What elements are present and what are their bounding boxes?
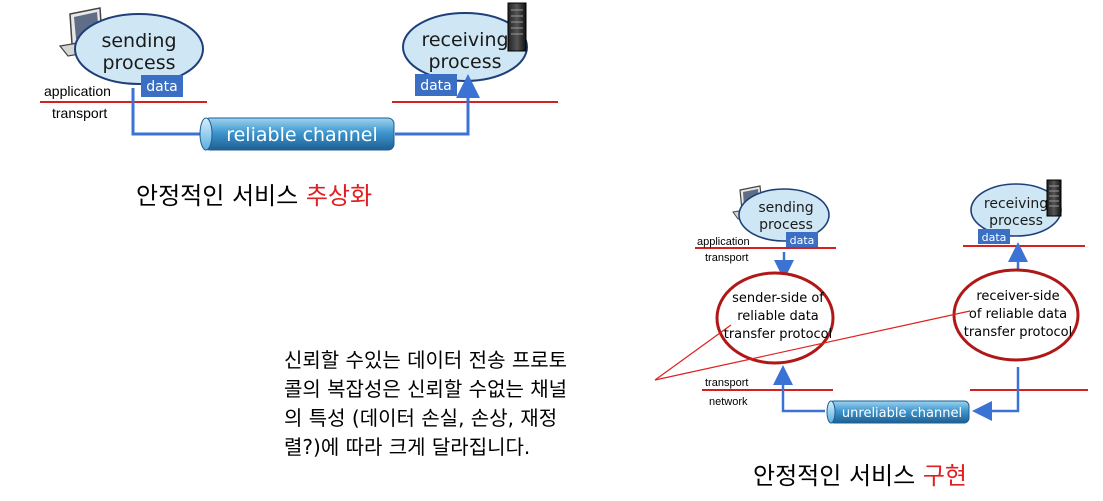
impl-transport-bottom-label: transport: [705, 377, 748, 389]
receiver-protocol-line-1: receiver-side: [976, 289, 1059, 304]
data-box-sender: [141, 75, 183, 97]
sender-protocol-line-1: sender-side of: [732, 291, 824, 306]
impl-data-box-sender: [786, 232, 818, 247]
receiving-process-label-1: receiving: [421, 29, 508, 51]
callout-line-receiver: [654, 310, 971, 381]
reliable-channel-label: reliable channel: [226, 124, 378, 146]
impl-sending-label-1: sending: [758, 200, 813, 216]
sending-process-label-1: sending: [101, 30, 176, 52]
impl-sending-label-2: process: [759, 217, 813, 233]
implementation-caption: 안정적인 서비스 구현: [753, 456, 967, 491]
sender-protocol-line-3: transfer protocol: [724, 327, 833, 342]
reliable-channel-pipe: [199, 117, 395, 151]
impl-network-right-arrow: [972, 367, 1020, 421]
abstraction-caption-highlight: 추상화: [305, 182, 373, 210]
impl-sending-process-ellipse: [738, 188, 830, 242]
impl-network-label: network: [709, 396, 748, 408]
callout-line-sender: [654, 324, 732, 381]
note-line-4: 렬?)에 따라 크게 달라집니다.: [284, 435, 531, 459]
transport-layer-label: transport: [52, 105, 107, 121]
note-line-1: 신뢰할 수있는 데이터 전송 프로토: [284, 348, 568, 372]
impl-data-box-receiver: [978, 229, 1010, 244]
impl-data-box-receiver-label: data: [982, 231, 1007, 244]
impl-data-box-sender-label: data: [790, 234, 815, 247]
server-icon: [507, 2, 527, 52]
sending-process-ellipse: [74, 13, 204, 85]
receiving-process-label-2: process: [428, 51, 501, 73]
note-line-2: 콜의 복잡성은 신뢰할 수없는 채널: [284, 377, 568, 401]
abstraction-caption: 안정적인 서비스 추상화: [136, 176, 372, 211]
impl-receiving-label-2: process: [989, 213, 1043, 229]
sender-protocol-line-2: reliable data: [737, 309, 819, 324]
impl-transport-top-label: transport: [705, 252, 748, 264]
impl-application-label: application: [697, 236, 750, 248]
complexity-note: 신뢰할 수있는 데이터 전송 프로토 콜의 복잡성은 신뢰할 수없는 채널 의 …: [284, 346, 664, 462]
sender-flow-arrow: [131, 88, 200, 136]
impl-network-up-arrow: [773, 365, 825, 413]
data-box-sender-label: data: [146, 79, 178, 95]
sending-process-label-2: process: [102, 52, 175, 74]
data-box-receiver-label: data: [420, 78, 452, 94]
receiver-flow-arrow: [395, 74, 480, 136]
data-box-receiver: [415, 74, 457, 96]
unreliable-channel-label: unreliable channel: [842, 406, 962, 421]
sender-side-protocol-ellipse: [715, 271, 835, 365]
impl-receiving-label-1: receiving: [984, 196, 1048, 212]
abstraction-caption-prefix: 안정적인 서비스: [136, 182, 306, 210]
receiver-protocol-line-2: of reliable data: [969, 307, 1067, 322]
unreliable-channel-pipe: [826, 400, 970, 424]
receiver-protocol-line-3: transfer protocol: [964, 325, 1073, 340]
implementation-caption-highlight: 구현: [922, 462, 967, 490]
impl-server-icon: [1046, 179, 1062, 217]
note-line-3: 의 특성 (데이터 손실, 손상, 재정: [284, 406, 558, 430]
implementation-caption-prefix: 안정적인 서비스: [753, 462, 923, 490]
application-layer-label: application: [44, 83, 111, 99]
